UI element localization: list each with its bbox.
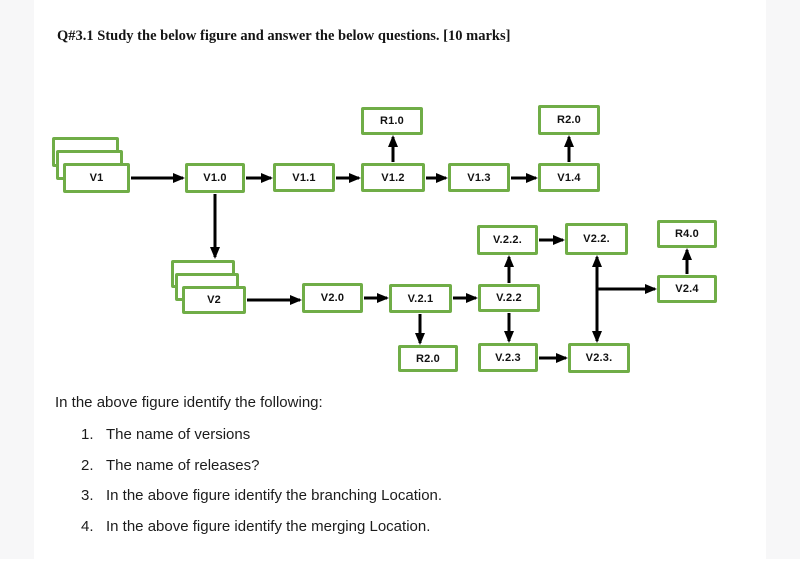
question-title: Q#3.1 Study the below figure and answer … xyxy=(57,28,511,44)
list-text: In the above figure identify the branchi… xyxy=(106,487,443,504)
diagram-node-r1-0: R1.0 xyxy=(361,107,423,135)
diagram-node-v-2-3: V.2.3 xyxy=(478,343,538,372)
list-item: 1. The name of versions xyxy=(81,426,442,444)
diagram-node-r2-0-bottom: R2.0 xyxy=(398,345,458,372)
diagram-node-v1-4: V1.4 xyxy=(538,163,600,192)
list-number: 2. xyxy=(81,456,94,474)
list-item: 4. In the above figure identify the merg… xyxy=(81,518,442,536)
diagram-node-v2-4: V2.4 xyxy=(657,275,717,303)
page-margin-left xyxy=(0,0,34,559)
figure-instruction: In the above figure identify the followi… xyxy=(55,394,323,411)
diagram-node-r4-0: R4.0 xyxy=(657,220,717,248)
list-number: 3. xyxy=(81,487,94,504)
diagram-node-v1-3: V1.3 xyxy=(448,163,510,192)
list-text: The name of releases? xyxy=(106,456,260,474)
diagram-node-v2: V2 xyxy=(182,286,246,314)
list-number: 1. xyxy=(81,426,94,443)
list-item: 2. The name of releases? xyxy=(81,457,442,475)
diagram-node-v1-0: V1.0 xyxy=(185,163,245,193)
list-text: The name of versions xyxy=(106,426,251,443)
diagram-node-v1-1: V1.1 xyxy=(273,163,335,192)
diagram-node-v2-2-dot: V2.2. xyxy=(565,223,628,255)
diagram-node-v-2-2-dot: V.2.2. xyxy=(477,225,538,255)
diagram-node-v-2-2: V.2.2 xyxy=(478,284,540,312)
list-number: 4. xyxy=(81,517,94,535)
question-list: 1. The name of versions 2. The name of r… xyxy=(81,426,442,548)
list-item: 3. In the above figure identify the bran… xyxy=(81,487,442,505)
diagram-node-r2-0-top: R2.0 xyxy=(538,105,600,135)
diagram-node-v2-0: V2.0 xyxy=(302,283,363,313)
list-text: In the above figure identify the merging… xyxy=(106,517,431,535)
page-margin-right xyxy=(766,0,800,559)
diagram-node-v-2-1: V.2.1 xyxy=(389,284,452,313)
diagram-node-v2-3-dot: V2.3. xyxy=(568,343,630,373)
diagram-node-v1: V1 xyxy=(63,163,130,193)
diagram-node-v1-2: V1.2 xyxy=(361,163,425,192)
